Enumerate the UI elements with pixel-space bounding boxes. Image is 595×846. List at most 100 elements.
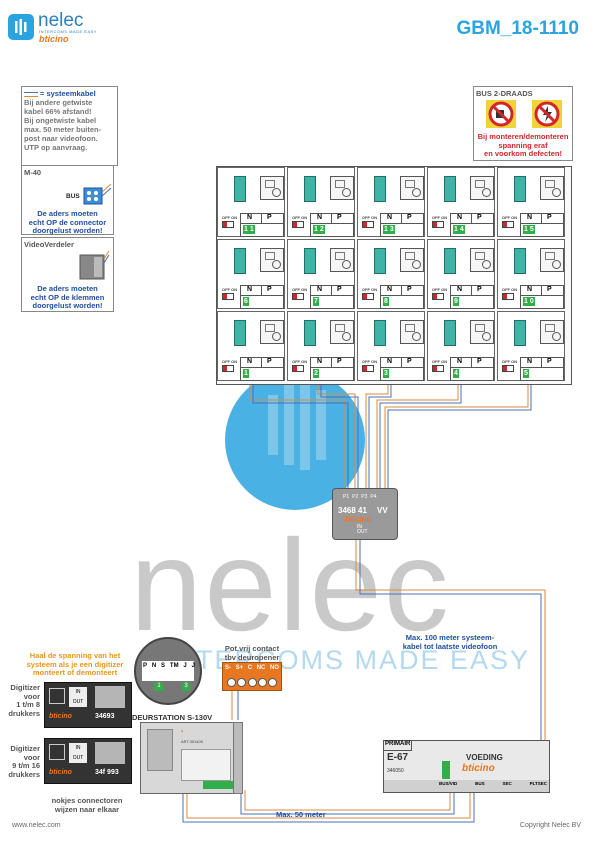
psu-art: 346050 bbox=[387, 768, 404, 774]
contact-line1: Pot.vrij contact bbox=[224, 644, 280, 653]
m40-note-3: doorgelust worden! bbox=[32, 226, 103, 235]
videophone-switch bbox=[432, 221, 444, 228]
videophone-number: 2 bbox=[313, 369, 319, 378]
videophone-n-label: N bbox=[527, 286, 533, 293]
door-station-brand-logo: ▪ bbox=[181, 729, 184, 735]
m40-bus-label: BUS bbox=[66, 193, 80, 200]
videophone-switch bbox=[292, 365, 304, 372]
videophone-connector-icon bbox=[374, 248, 386, 274]
digitizer-2: IN OUT bticino 34f 993 bbox=[44, 738, 132, 784]
term-tm: TM bbox=[169, 663, 179, 669]
videophone-screen-icon bbox=[330, 248, 354, 272]
videophone-number: 6 bbox=[243, 297, 249, 306]
contact-nc: NC bbox=[256, 665, 266, 671]
distributor-inout: IN OUT bbox=[357, 525, 368, 535]
primary-label: PRIMAIR bbox=[384, 741, 412, 751]
videophone-p-label: P bbox=[267, 214, 272, 221]
psu-out-busvid: BUS/VID bbox=[439, 781, 458, 786]
videophone-cell: OFF ON N P 1 1 bbox=[217, 167, 285, 237]
videoverdeler-box: VideoVerdeler De aders moeten echt OP de… bbox=[21, 237, 114, 312]
videophone-n-label: N bbox=[457, 286, 463, 293]
contact-s-plus: S+ bbox=[235, 665, 244, 671]
videophone-np-box: N P 2 bbox=[310, 357, 354, 381]
videophone-np-box: N P 7 bbox=[310, 285, 354, 309]
videophone-np-box: N P 1 5 bbox=[520, 213, 564, 237]
videophone-switch-label: OFF ON bbox=[362, 359, 378, 364]
dig2-in: IN bbox=[75, 745, 81, 751]
door-station: ▪ ART.351400 bbox=[140, 722, 237, 794]
videophone-cell: OFF ON N P 8 bbox=[357, 239, 425, 309]
legend-line-c: Bij ongetwiste kabel bbox=[24, 116, 97, 125]
videophone-np-box: N P 8 bbox=[380, 285, 424, 309]
psu-out-sec: SEC bbox=[502, 781, 512, 786]
videophone-number: 1 bbox=[243, 369, 249, 378]
videophone-n-label: N bbox=[247, 358, 253, 365]
psu-out-pltsec: PLTSEC bbox=[529, 781, 547, 786]
warning-line1: Haal de spanning van het bbox=[29, 651, 121, 660]
videophone-cell: OFF ON N P 7 bbox=[287, 239, 355, 309]
videophone-np-box: N P 1 bbox=[240, 357, 284, 381]
bus-title: BUS 2-DRAADS bbox=[476, 89, 533, 98]
legend-line-a: Bij andere getwiste bbox=[24, 98, 93, 107]
videophone-connector-icon bbox=[444, 176, 456, 202]
d1-line4: drukkers bbox=[8, 708, 40, 718]
distributor-brand: bticino bbox=[345, 515, 372, 524]
videophone-number: 3 bbox=[383, 369, 389, 378]
warning-line2: systeem als je een digitizer bbox=[26, 659, 124, 669]
videophone-connector-icon bbox=[304, 176, 316, 202]
legend-line-b: kabel 66% afstand! bbox=[24, 107, 92, 116]
dig1-out: OUT bbox=[72, 699, 84, 705]
bus-note-2: spanning eraf bbox=[498, 140, 548, 150]
videophone-p-label: P bbox=[547, 358, 552, 365]
terminal-labels: P N S TM J J bbox=[143, 663, 195, 669]
videophone-screen-icon bbox=[400, 320, 424, 344]
port-p3: P3 bbox=[361, 494, 368, 500]
videophone-number: 1 1 bbox=[243, 225, 255, 234]
videophone-p-label: P bbox=[477, 358, 482, 365]
videophone-p-label: P bbox=[407, 286, 412, 293]
psu-model: E-67 bbox=[387, 752, 409, 763]
contact-labels: S- S+ C NC NO bbox=[225, 665, 279, 671]
videophone-switch bbox=[292, 293, 304, 300]
footer-website: www.nelec.com bbox=[12, 822, 61, 829]
videophone-number: 1 4 bbox=[453, 225, 465, 234]
videophone-switch bbox=[432, 293, 444, 300]
videophone-cell: OFF ON N P 1 bbox=[217, 311, 285, 381]
videophone-switch-label: OFF ON bbox=[502, 359, 518, 364]
videophone-p-label: P bbox=[477, 214, 482, 221]
videophone-switch-label: OFF ON bbox=[292, 359, 308, 364]
dig1-brand: bticino bbox=[49, 713, 72, 720]
videophone-connector-icon bbox=[234, 248, 246, 274]
dig1-in: IN bbox=[75, 689, 81, 695]
connectors-line1: nokjes connectoren bbox=[51, 796, 123, 805]
videophone-p-label: P bbox=[267, 286, 272, 293]
distributor-model: 3468 41 bbox=[338, 506, 367, 515]
connectors-note: nokjes connectoren wijzen naar elkaar bbox=[44, 796, 130, 814]
term-num-1: 1 bbox=[154, 683, 164, 691]
ce-mark bbox=[49, 688, 65, 704]
videophone-screen-icon bbox=[540, 248, 564, 272]
videophone-n-label: N bbox=[527, 214, 533, 221]
legend-line-e: post naar videofoon. bbox=[24, 134, 98, 143]
videophone-connector-icon bbox=[374, 176, 386, 202]
videophone-np-box: N P 1 1 bbox=[240, 213, 284, 237]
videophone-screen-icon bbox=[470, 248, 494, 272]
videoverdeler-note: De aders moeten echt OP de klemmen doorg… bbox=[24, 284, 111, 311]
logo-name: nelec bbox=[38, 10, 84, 31]
d1-line3: 1 t/m 8 bbox=[16, 700, 40, 709]
term-n: N bbox=[151, 663, 157, 669]
videophone-cell: OFF ON N P 5 bbox=[497, 311, 565, 381]
digitizer-2-connector bbox=[95, 742, 125, 764]
videophone-cell: OFF ON N P 1 5 bbox=[497, 167, 565, 237]
videophone-cell: OFF ON N P 1 4 bbox=[427, 167, 495, 237]
videophone-number: 7 bbox=[313, 297, 319, 306]
max100-line1: Max. 100 meter systeem- bbox=[405, 633, 495, 642]
door-station-board bbox=[181, 749, 231, 781]
cable-legend-box: = systeemkabel Bij andere getwiste kabel… bbox=[21, 86, 118, 166]
d1-line1: Digitizer bbox=[10, 683, 40, 692]
m40-note-1: De aders moeten bbox=[37, 209, 98, 218]
videophone-np-box: N P 4 bbox=[450, 357, 494, 381]
videophone-screen-icon bbox=[400, 248, 424, 272]
d2-line2: voor bbox=[23, 752, 40, 762]
contact-line2: tbv deuropener bbox=[224, 652, 280, 662]
